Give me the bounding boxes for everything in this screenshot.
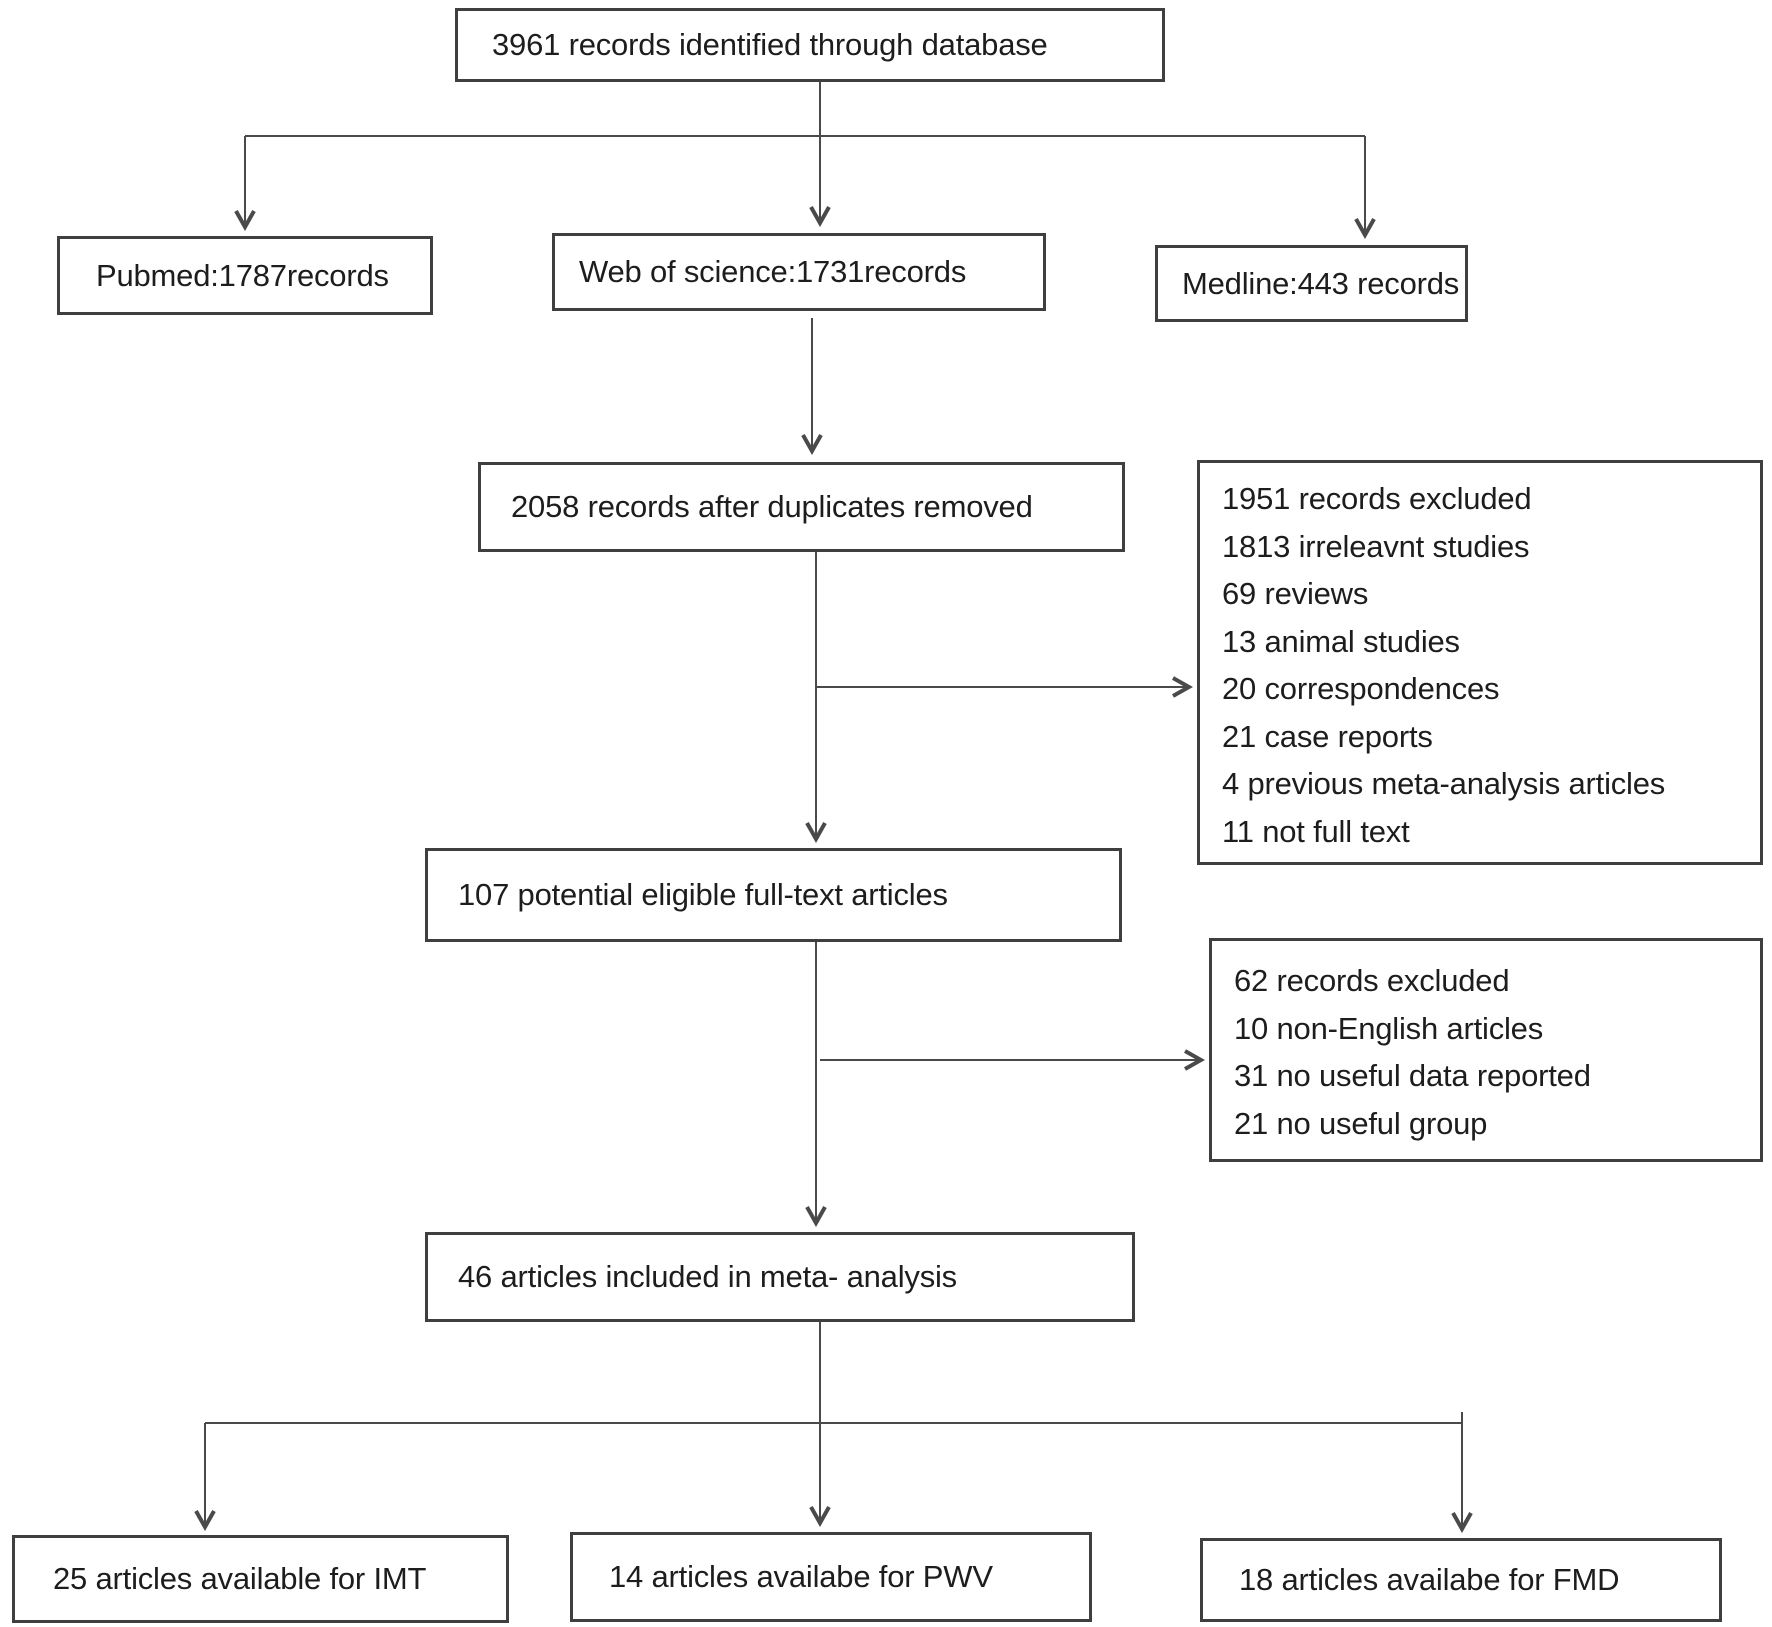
box-records-identified: 3961 records identified through database [455,8,1165,82]
box-web-of-science: Web of science:1731records [552,233,1046,311]
exclusion-line: 62 records excluded [1234,963,1510,998]
exclusion-line: 21 no useful group [1234,1105,1488,1141]
exclusion-line: 20 correspondences [1222,671,1500,706]
exclusion-line: 13 animal studies [1222,623,1460,659]
exclusion-line: 1813 irreleavnt studies [1222,528,1530,564]
exclusion-line: 11 not full text [1222,813,1410,849]
exclusion-line: 69 reviews [1222,576,1369,611]
box-medline: Medline:443 records [1155,245,1468,322]
exclusion-line: 1951 records excluded [1222,481,1532,516]
box-included-meta-analysis: 46 articles included in meta- analysis [425,1232,1135,1322]
exclusion-line: 21 case reports [1222,718,1433,754]
exclusion-line: 10 non-English articles [1234,1010,1544,1046]
box-duplicates-removed: 2058 records after duplicates removed [478,462,1125,552]
box-full-text-exclusions: 62 records excluded 10 non-English artic… [1209,938,1763,1162]
box-pwv: 14 articles availabe for PWV [570,1532,1092,1622]
box-full-text: 107 potential eligible full-text article… [425,848,1122,942]
box-screening-exclusions: 1951 records excluded 1813 irreleavnt st… [1197,460,1763,865]
box-pubmed: Pubmed:1787records [57,236,433,315]
exclusion-line: 4 previous meta-analysis articles [1222,766,1666,801]
box-imt: 25 articles available for IMT [12,1535,509,1623]
box-fmd: 18 articles availabe for FMD [1200,1538,1722,1622]
exclusion-line: 31 no useful data reported [1234,1058,1591,1093]
